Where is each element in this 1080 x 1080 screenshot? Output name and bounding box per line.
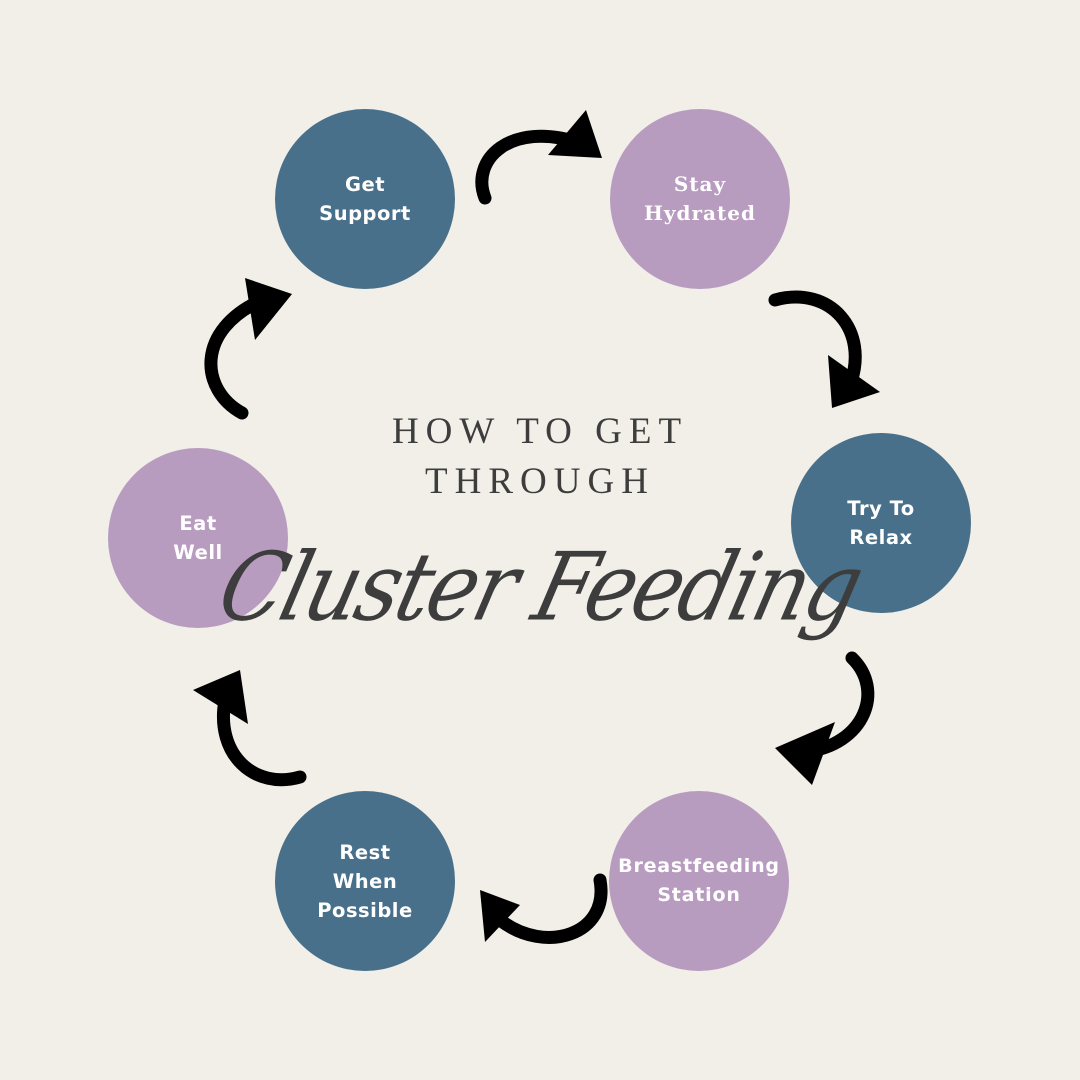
step-label-line: Breastfeeding bbox=[618, 855, 780, 877]
step-rest-when-possible: Rest When Possible bbox=[275, 791, 455, 971]
step-label-line: Well bbox=[173, 541, 223, 564]
step-label-line: Relax bbox=[849, 526, 913, 549]
curved-arrow-icon bbox=[480, 873, 608, 944]
step-label-line: Station bbox=[657, 884, 741, 906]
curved-arrow-icon bbox=[768, 290, 880, 408]
title-line-1: HOW TO GET bbox=[391, 411, 689, 452]
step-stay-hydrated: Stay Hydrated bbox=[610, 109, 790, 289]
curved-arrow-icon bbox=[204, 278, 292, 420]
step-get-support: Get Support bbox=[275, 109, 455, 289]
step-label-line: Support bbox=[319, 202, 411, 225]
step-label-line: Try To bbox=[847, 497, 915, 520]
step-label-line: Hydrated bbox=[644, 201, 756, 225]
title-script: Cluster Feeding bbox=[208, 532, 872, 642]
step-label-line: Eat bbox=[179, 512, 217, 535]
step-label-line: Possible bbox=[317, 898, 413, 922]
curved-arrow-icon bbox=[193, 670, 307, 787]
title-line-2: THROUGH bbox=[425, 461, 655, 502]
curved-arrow-icon bbox=[775, 651, 875, 785]
step-label-line: Rest bbox=[339, 840, 391, 864]
curved-arrow-icon bbox=[475, 110, 602, 205]
step-label-line: Get bbox=[344, 173, 386, 196]
step-label-line: Stay bbox=[673, 172, 727, 196]
step-eat-well: Eat Well bbox=[108, 448, 288, 628]
step-label-line: When bbox=[332, 869, 398, 893]
step-try-to-relax: Try To Relax bbox=[791, 433, 971, 613]
step-breastfeeding-station: Breastfeeding Station bbox=[609, 791, 789, 971]
